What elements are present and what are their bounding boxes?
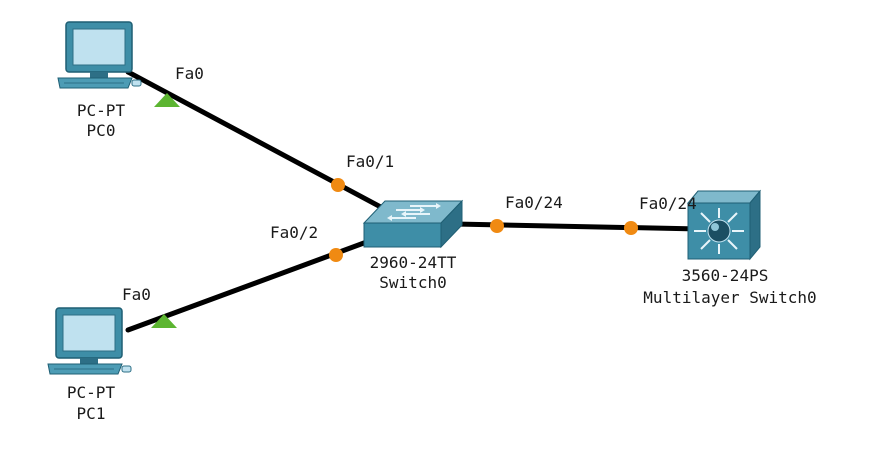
switch0-name-label: Switch0 bbox=[379, 273, 446, 292]
port-status-up-pc1 bbox=[151, 314, 177, 328]
port-label-sw0-fa0-24: Fa0/24 bbox=[505, 193, 563, 212]
pc1-device[interactable]: PC-PT PC1 bbox=[47, 307, 132, 423]
pc0-device[interactable]: PC-PT PC0 bbox=[57, 21, 142, 140]
multilayer-switch-icon bbox=[686, 189, 762, 261]
port-label-pc1-fa0: Fa0 bbox=[122, 285, 151, 304]
port-label-sw0-fa0-2: Fa0/2 bbox=[270, 223, 318, 242]
port-status-pending-sw0-fa0-24 bbox=[490, 219, 504, 233]
pc-icon bbox=[47, 307, 132, 375]
pc0-model-label: PC-PT bbox=[77, 101, 126, 120]
port-label-mls-fa0-24: Fa0/24 bbox=[639, 194, 697, 213]
port-status-pending-sw0-fa0-2 bbox=[329, 248, 343, 262]
switch0-model-label: 2960-24TT bbox=[370, 253, 457, 272]
port-status-pending-mls-fa0-24 bbox=[624, 221, 638, 235]
port-label-pc0-fa0: Fa0 bbox=[175, 64, 204, 83]
pc0-name-label: PC0 bbox=[87, 121, 116, 140]
pc1-name-label: PC1 bbox=[77, 404, 106, 423]
link-pc0-switch0[interactable] bbox=[125, 69, 395, 216]
port-status-pending-sw0-fa0-1 bbox=[331, 178, 345, 192]
mlswitch0-device[interactable]: 3560-24PS Multilayer Switch0 bbox=[643, 189, 817, 307]
pc-icon bbox=[57, 21, 142, 89]
mlswitch0-model-label: 3560-24PS bbox=[682, 266, 769, 285]
pc1-model-label: PC-PT bbox=[67, 383, 116, 402]
port-label-sw0-fa0-1: Fa0/1 bbox=[346, 152, 394, 171]
port-status-up-pc0 bbox=[154, 93, 180, 107]
switch-icon bbox=[362, 199, 464, 249]
mlswitch0-name-label: Multilayer Switch0 bbox=[643, 288, 816, 307]
switch0-device[interactable]: 2960-24TT Switch0 bbox=[362, 199, 464, 292]
